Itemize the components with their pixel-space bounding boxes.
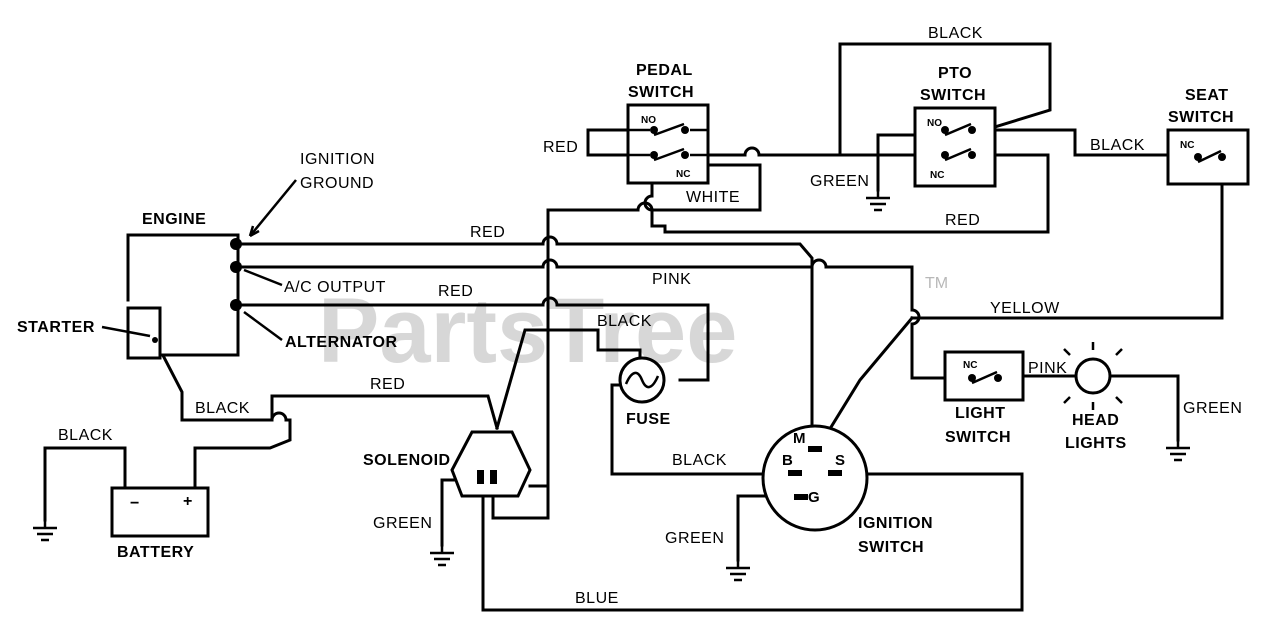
pedal-switch-label-2: SWITCH: [628, 84, 694, 101]
alternator-label: ALTERNATOR: [285, 334, 398, 351]
wire-yellow-m: [817, 315, 915, 448]
pedal-switch: NO NC PEDAL SWITCH: [626, 62, 710, 185]
label-red-pto: RED: [945, 212, 980, 229]
light-switch-label-1: LIGHT: [955, 405, 1006, 422]
ground-icon: [33, 520, 57, 542]
terminal-ignition-ground: [230, 238, 242, 250]
label-red-pedal: RED: [543, 139, 578, 156]
pedal-nc-label: NC: [676, 169, 690, 180]
light-switch: NC LIGHT SWITCH: [943, 350, 1025, 446]
pedal-switch-label-1: PEDAL: [636, 62, 693, 79]
label-blue: BLUE: [575, 590, 619, 607]
wire-black-seat: [993, 128, 1170, 157]
engine-label: ENGINE: [142, 211, 206, 228]
label-red-engine: RED: [470, 224, 505, 241]
label-black-fuse: BLACK: [597, 313, 652, 330]
head-lights-label-2: LIGHTS: [1065, 435, 1127, 452]
pto-switch-label-2: SWITCH: [920, 87, 986, 104]
ignition-switch-label-2: SWITCH: [858, 539, 924, 556]
pto-no-label: NO: [927, 118, 942, 129]
seat-switch-label-1: SEAT: [1185, 87, 1228, 104]
battery-label: BATTERY: [117, 544, 194, 561]
label-green-pto: GREEN: [810, 173, 869, 190]
label-pink-light: PINK: [1028, 360, 1067, 377]
seat-switch-label-2: SWITCH: [1168, 109, 1234, 126]
seat-switch: NC SEAT SWITCH: [1166, 87, 1250, 186]
light-nc-label: NC: [963, 360, 977, 371]
battery: − + BATTERY: [110, 486, 210, 561]
label-black-battery: BLACK: [58, 427, 113, 444]
terminal-alternator: [230, 299, 242, 311]
label-pink: PINK: [652, 271, 691, 288]
wire-black-solenoid: [495, 328, 642, 430]
wire-yellow: [910, 158, 1224, 320]
light-switch-label-2: SWITCH: [945, 429, 1011, 446]
wire-pedal-nc-down: [643, 153, 667, 228]
fuse-label: FUSE: [626, 411, 671, 428]
pto-nc-label: NC: [930, 170, 944, 181]
terminal-ac-output: [230, 261, 242, 273]
wire-green-head: [1110, 374, 1180, 442]
head-lights-label-1: HEAD: [1072, 412, 1119, 429]
pedal-no-label: NO: [641, 115, 656, 126]
label-black-seat: BLACK: [1090, 137, 1145, 154]
wire-labels: BLACK RED WHITE BLACK GREEN RED RED PINK…: [58, 25, 1242, 607]
wire-black-top: [838, 42, 1052, 132]
ground-icon: [866, 190, 890, 212]
terminal-m-label: M: [793, 430, 806, 447]
wire-pedal-pto: [698, 133, 917, 157]
ground-icon: [726, 560, 750, 582]
ac-output-label: A/C OUTPUT: [284, 279, 386, 296]
starter-label: STARTER: [17, 319, 95, 336]
ignition-ground-label-2: GROUND: [300, 175, 374, 192]
wire-red-pto: [663, 153, 1050, 234]
label-red-alternator: RED: [438, 283, 473, 300]
bulb-rays-icon: [1063, 342, 1123, 410]
wire-red-alternator: [236, 296, 710, 382]
terminal-s-label: S: [835, 452, 845, 469]
ground-icon: [430, 545, 454, 567]
ignition-switch-label-1: IGNITION: [858, 515, 933, 532]
solenoid-label: SOLENOID: [363, 452, 451, 469]
wire-blue: [481, 472, 1024, 612]
wire-black-ignition: [610, 383, 792, 476]
label-black-ignition: BLACK: [672, 452, 727, 469]
wire-red-pedal: [586, 128, 630, 157]
pto-switch: NO NC PTO SWITCH: [913, 65, 997, 188]
ground-symbols: [33, 190, 1190, 582]
label-green-head: GREEN: [1183, 400, 1242, 417]
wire-red-engine: [236, 235, 814, 447]
wire-white: [546, 163, 762, 212]
ignition-ground-label-1: IGNITION: [300, 151, 375, 168]
ground-icon: [1166, 440, 1190, 462]
battery-pos: +: [183, 493, 193, 510]
solenoid: SOLENOID: [363, 430, 532, 498]
label-black-starter: BLACK: [195, 400, 250, 417]
label-yellow: YELLOW: [990, 300, 1060, 317]
wire-black-battery: [43, 446, 127, 522]
ignition-switch: M B S G IGNITION SWITCH: [761, 424, 933, 556]
fuse: FUSE: [618, 356, 671, 428]
battery-neg: −: [130, 495, 140, 512]
terminal-b-label: B: [782, 452, 793, 469]
label-red-solenoid: RED: [370, 376, 405, 393]
head-lights: HEAD LIGHTS: [1063, 342, 1127, 452]
pto-switch-label-1: PTO: [938, 65, 972, 82]
wires: [43, 42, 1224, 612]
terminal-starter: [152, 337, 158, 343]
label-black-top: BLACK: [928, 25, 983, 42]
wire-green-pto: [876, 153, 917, 192]
label-green-ignition: GREEN: [665, 530, 724, 547]
label-white: WHITE: [686, 189, 740, 206]
seat-nc-label: NC: [1180, 140, 1194, 151]
label-green-solenoid: GREEN: [373, 515, 432, 532]
terminal-g-label: G: [808, 489, 820, 506]
engine: ENGINE IGNITION GROUND A/C OUTPUT ALTERN…: [17, 151, 398, 360]
watermark-trademark: TM: [925, 275, 948, 292]
wire-red-solenoid: [270, 394, 499, 430]
